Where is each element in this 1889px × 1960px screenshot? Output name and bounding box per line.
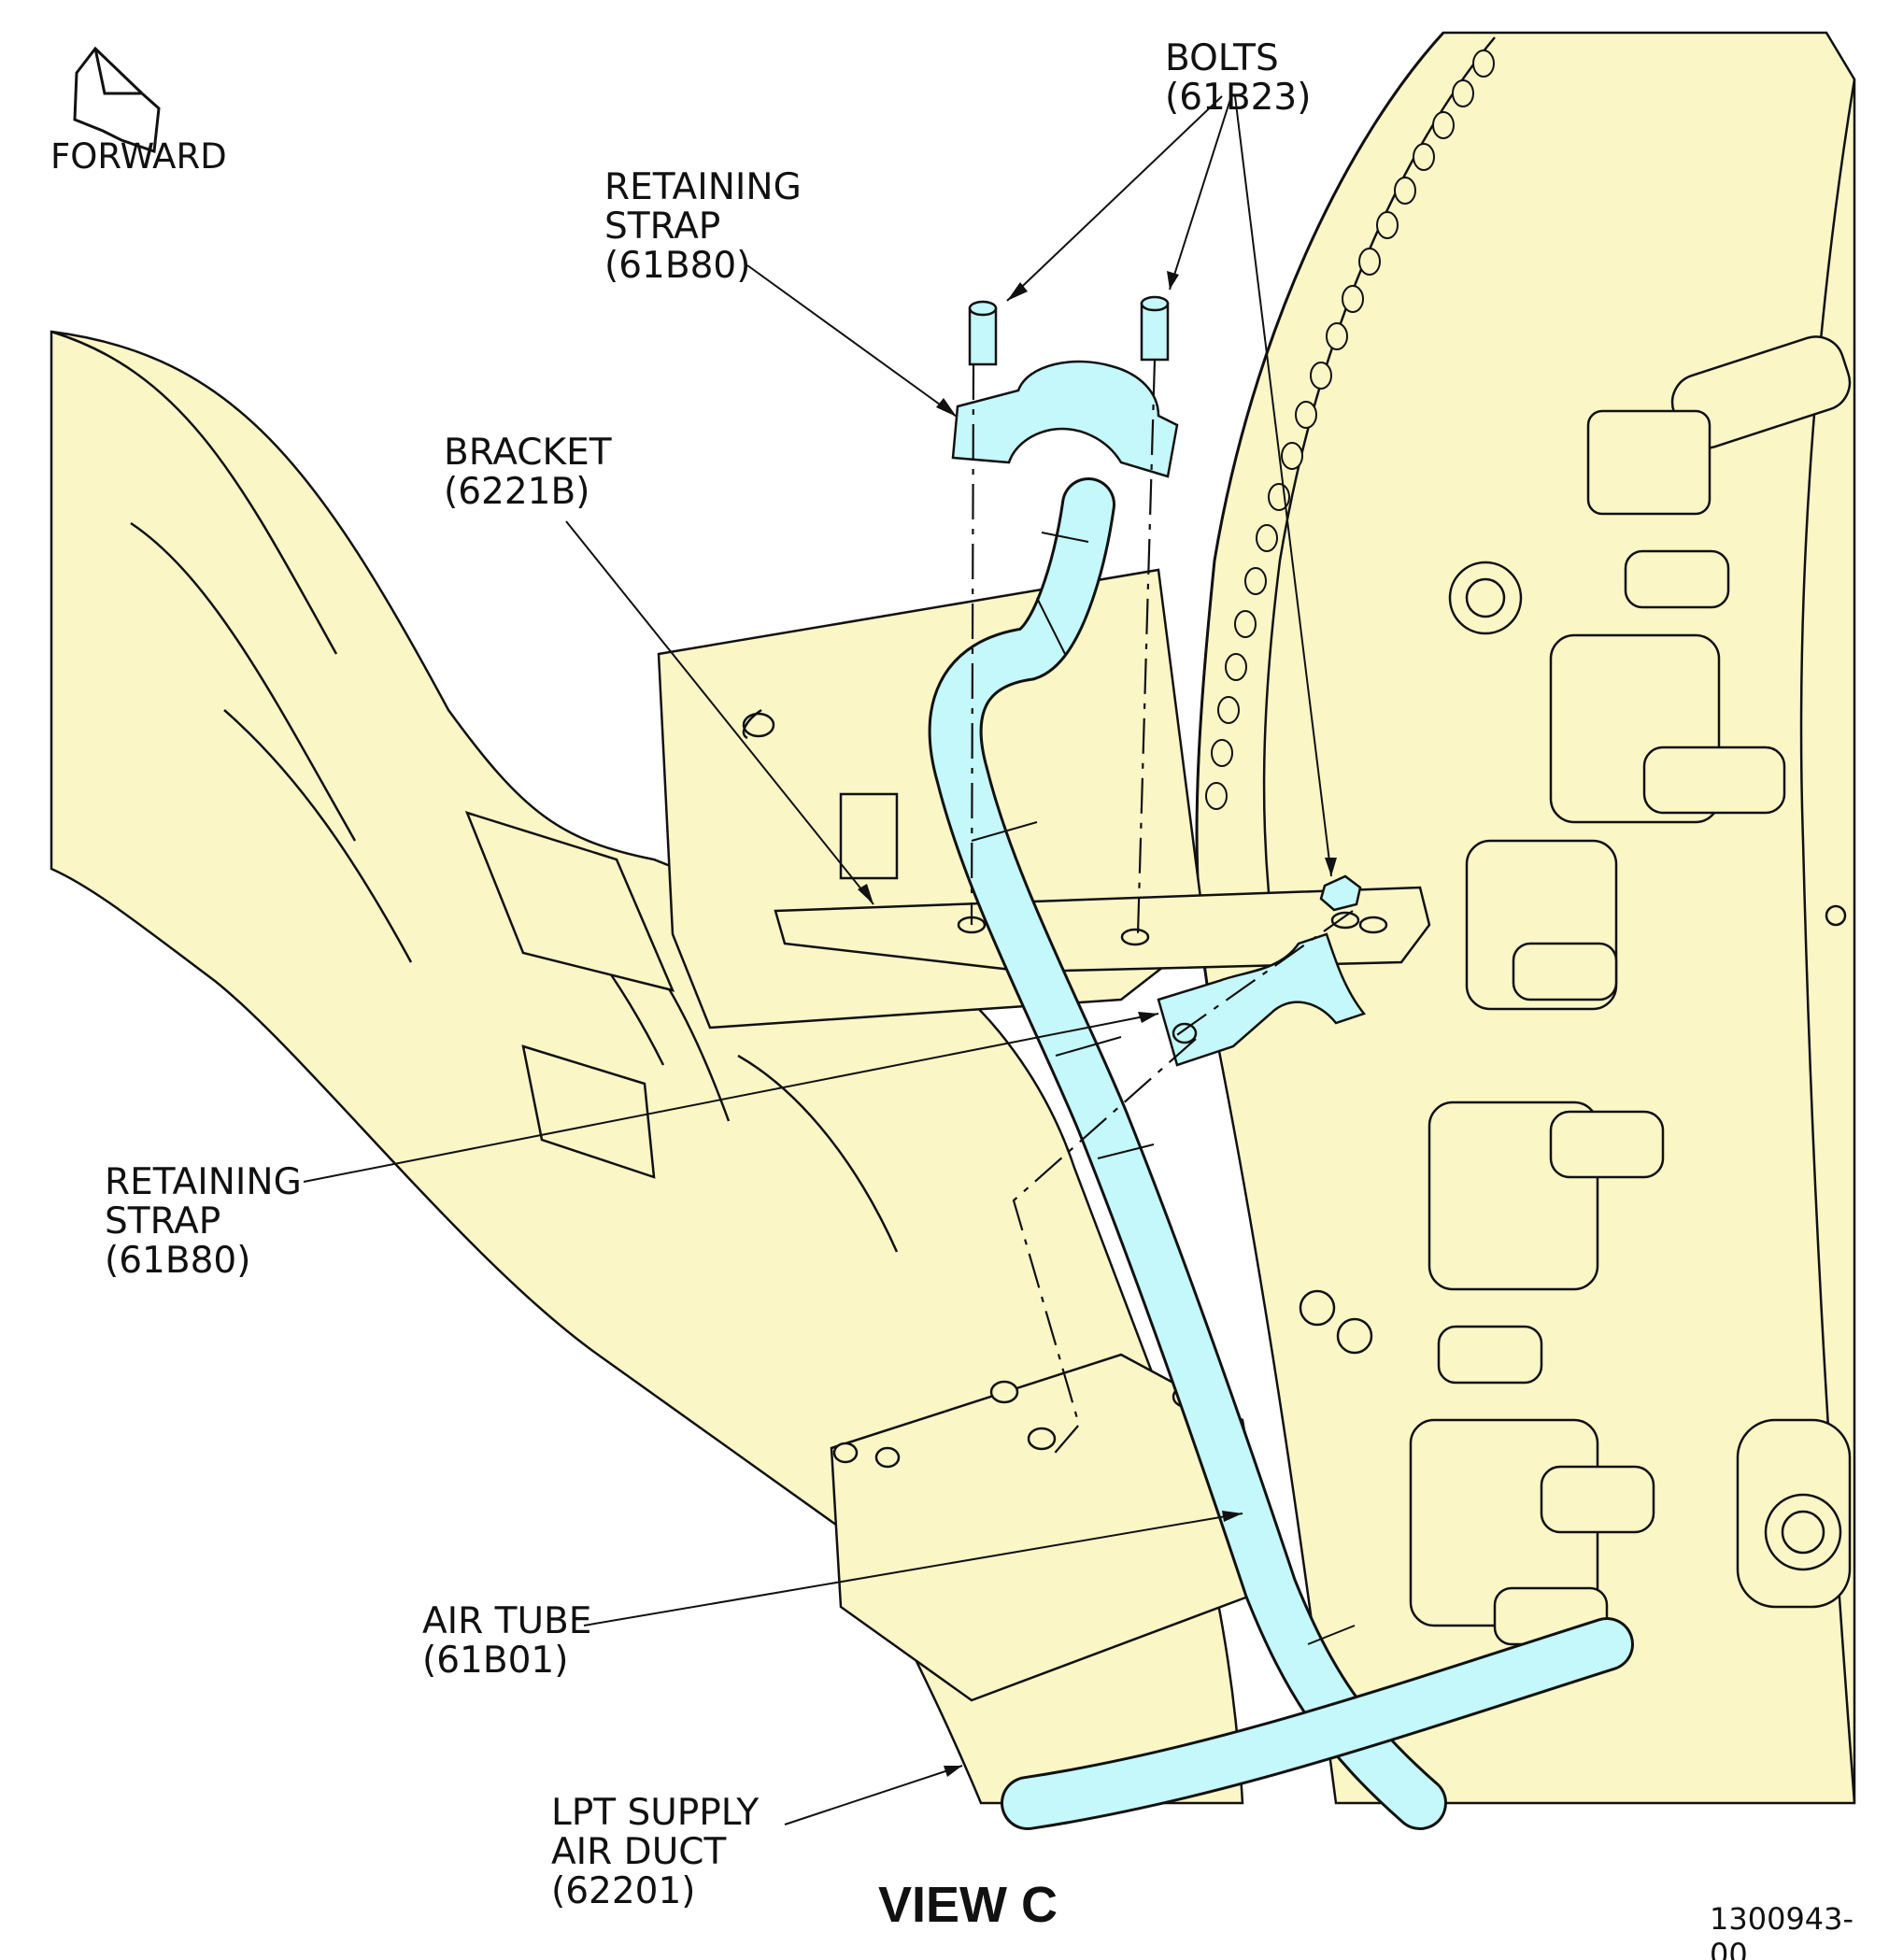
forward-arrow-icon — [73, 46, 161, 154]
flange-bolt-holes — [1205, 50, 1495, 810]
bracket-6221b — [774, 886, 1431, 973]
lpt-duct-callout-line-3: (62201) — [551, 1870, 696, 1912]
lpt-duct-callout-line-2: AIR DUCT — [551, 1831, 727, 1873]
bolts-callout-line-1: BOLTS — [1165, 37, 1279, 79]
air-tube-callout-line-1: AIR TUBE — [422, 1600, 592, 1642]
forward-label: FORWARD — [50, 136, 227, 177]
lower-bracket — [830, 1289, 1373, 1702]
air-tube-61b01 — [928, 477, 1634, 1830]
bolts-callout: BOLTS (61B23) — [1165, 39, 1311, 118]
lpt-supply-air-duct-callout: LPT SUPPLY AIR DUCT (62201) — [551, 1794, 759, 1911]
bolts-callout-line-2: (61B23) — [1165, 77, 1312, 119]
leader-arrowheads — [858, 271, 1337, 1777]
air-tube-callout: AIR TUBE (61B01) — [422, 1602, 591, 1681]
lpt-duct-callout-line-1: LPT SUPPLY — [551, 1792, 760, 1834]
figure-number: 1300943-00 — [1710, 1901, 1854, 1960]
fuel-nozzle-fittings — [1409, 335, 1852, 1646]
bracket-callout-line-1: BRACKET — [444, 432, 612, 474]
retaining-strap-lower — [1157, 932, 1367, 1067]
retaining-strap-lower-line-1: RETAINING — [105, 1161, 302, 1203]
retaining-strap-upper — [951, 360, 1179, 478]
retaining-strap-upper-line-2: STRAP — [604, 206, 721, 248]
installation-centerlines — [970, 359, 1354, 1458]
retaining-strap-upper-callout: RETAINING STRAP (61B80) — [604, 168, 802, 286]
view-title: VIEW C — [878, 1877, 1058, 1933]
retaining-strap-lower-line-3: (61B80) — [105, 1240, 251, 1282]
retaining-strap-upper-line-1: RETAINING — [604, 166, 802, 208]
bracket-callout-line-2: (6221B) — [444, 471, 590, 513]
retaining-strap-upper-line-3: (61B80) — [604, 245, 751, 287]
bracket-callout: BRACKET (6221B) — [444, 433, 612, 512]
retaining-strap-lower-callout: RETAINING STRAP (61B80) — [105, 1163, 302, 1281]
air-tube-callout-line-2: (61B01) — [422, 1640, 569, 1682]
leader-lines — [303, 95, 1332, 1825]
retaining-strap-lower-line-2: STRAP — [105, 1200, 221, 1243]
